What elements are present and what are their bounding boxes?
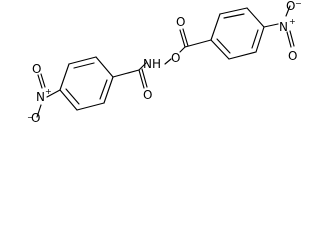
left-nitro-nitrogen-charge: + (45, 87, 52, 96)
amide-linkage: O NH (112, 57, 161, 102)
amide-oxygen-label: O (143, 88, 152, 102)
amide-nh-label: NH (143, 57, 161, 71)
structure-canvas: O N + O − O NH O O (27, 0, 302, 124)
chemical-structure: O N + O − O NH O O (27, 0, 302, 124)
left-nitro-oxygen-bottom-label: O (31, 111, 40, 124)
right-nitro-group: N + O − O (263, 0, 302, 63)
left-nitro-oxygen-top-label: O (32, 62, 41, 76)
ester-link-oxygen-label: O (171, 51, 180, 65)
ester-linkage: O O (164, 15, 212, 65)
left-benzene-ring (59, 56, 114, 111)
left-nitro-nitrogen-label: N (36, 90, 45, 104)
left-nitro-oxygen-bottom-charge: − (27, 113, 34, 122)
right-nitro-oxygen-top-charge: − (295, 0, 302, 8)
left-nitro-group: O N + O − (27, 62, 61, 124)
right-nitro-oxygen-bottom-label: O (288, 49, 297, 63)
right-nitro-nitrogen-label: N (279, 20, 288, 34)
ester-carbonyl-oxygen-label: O (176, 15, 185, 29)
right-nitro-nitrogen-charge: + (289, 17, 296, 26)
right-nitro-oxygen-top-label: O (286, 0, 295, 13)
right-benzene-ring (210, 7, 265, 60)
